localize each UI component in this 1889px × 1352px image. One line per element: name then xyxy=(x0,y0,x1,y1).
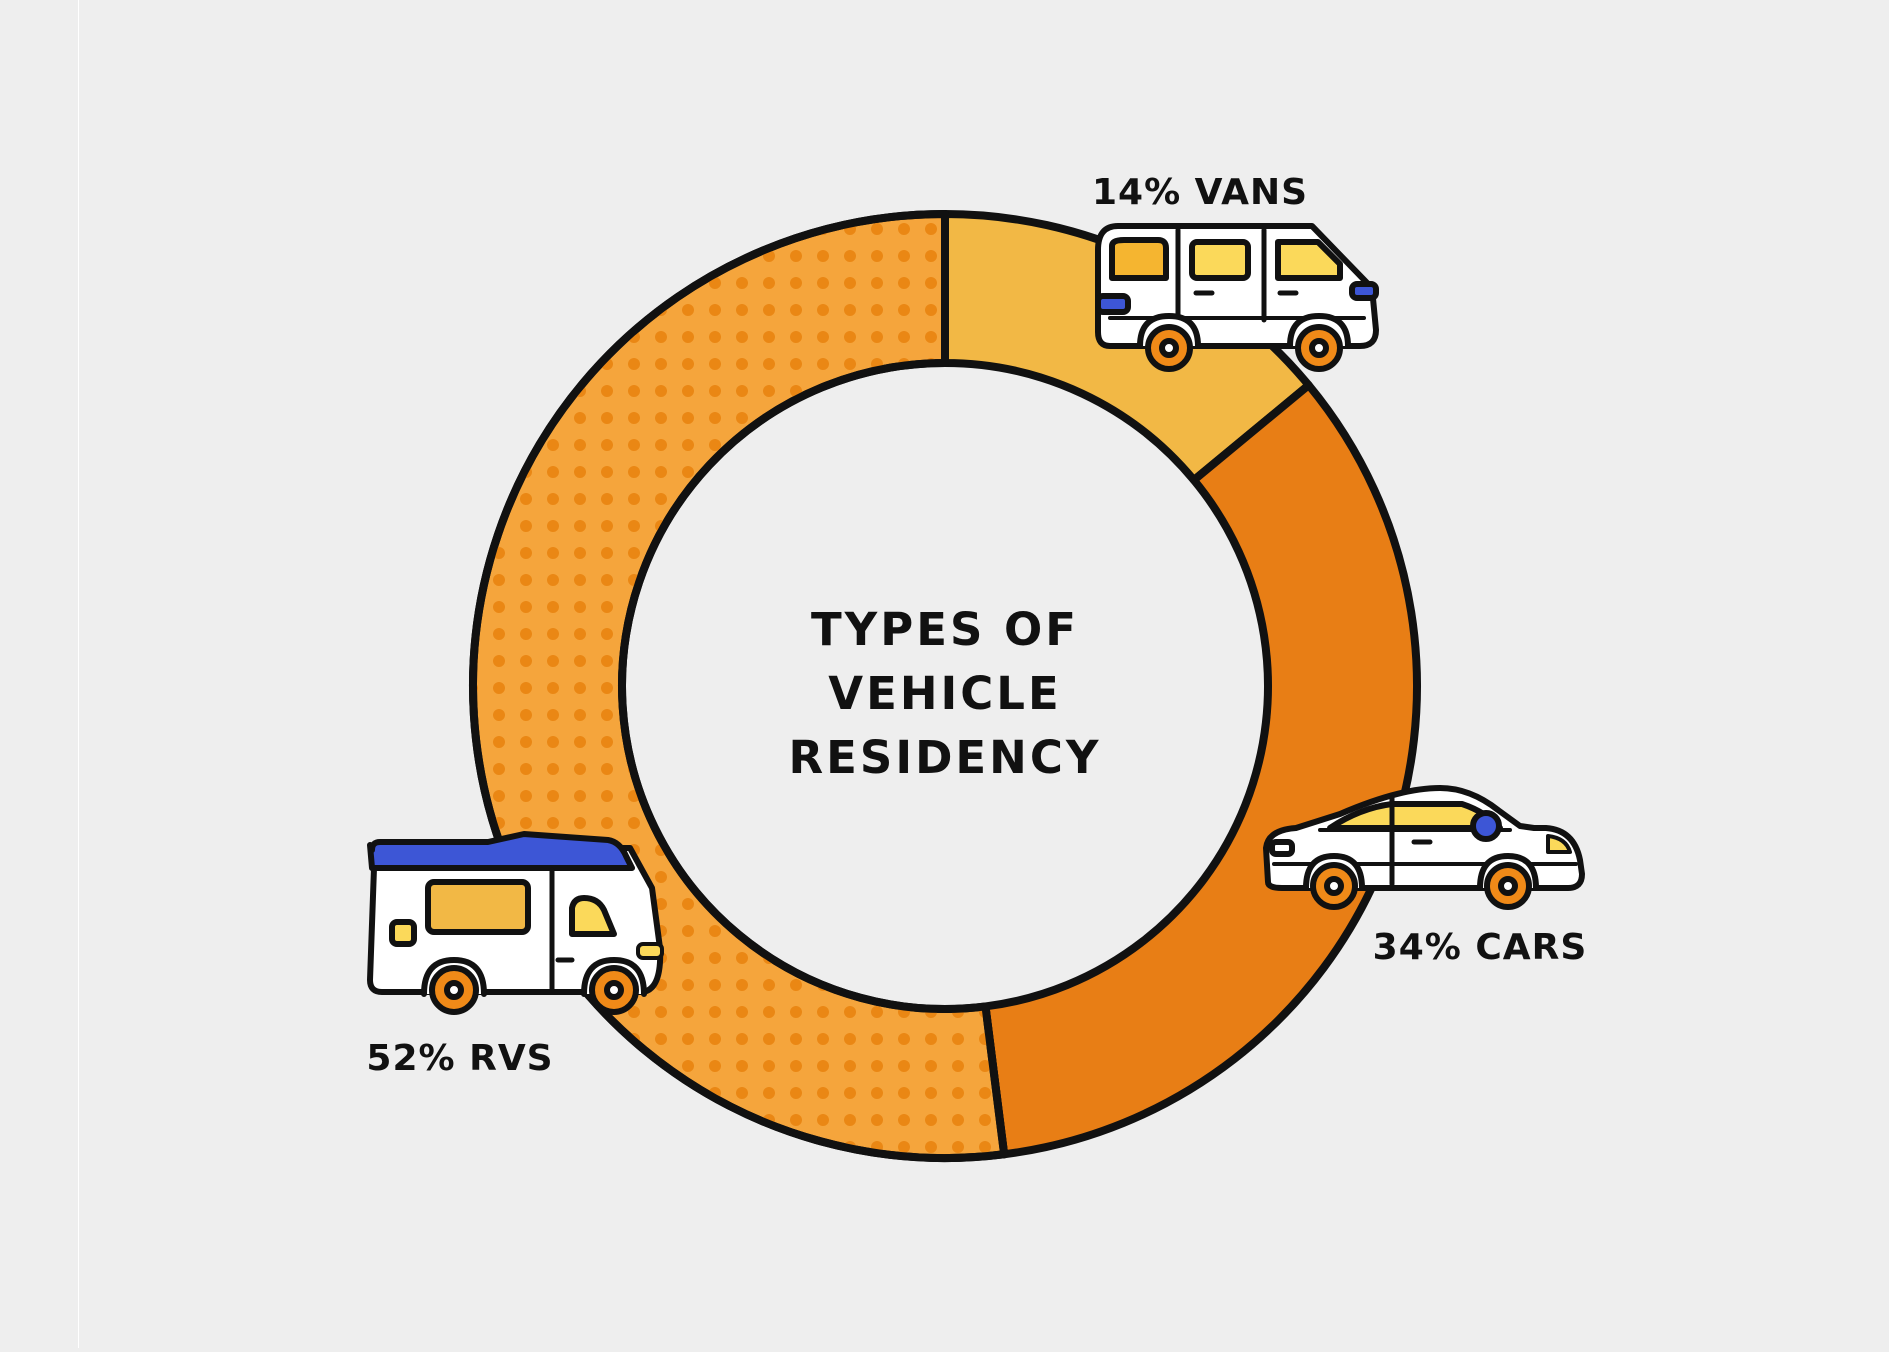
center-title: TYPES OF VEHICLE RESIDENCY xyxy=(789,603,1102,784)
label-rvs: 52% RVS xyxy=(366,1038,553,1079)
center-title-line-2: VEHICLE xyxy=(828,667,1061,720)
slice-cars xyxy=(981,381,1421,1159)
label-vans: 14% VANS xyxy=(1092,172,1308,213)
car-icon xyxy=(1263,785,1585,910)
center-title-line-1: TYPES OF xyxy=(811,603,1079,656)
center-title-line-3: RESIDENCY xyxy=(789,731,1102,784)
label-cars: 34% CARS xyxy=(1373,927,1588,968)
van-icon xyxy=(1095,223,1379,372)
left-edge-line xyxy=(78,0,79,1348)
rv-icon xyxy=(367,831,664,1015)
